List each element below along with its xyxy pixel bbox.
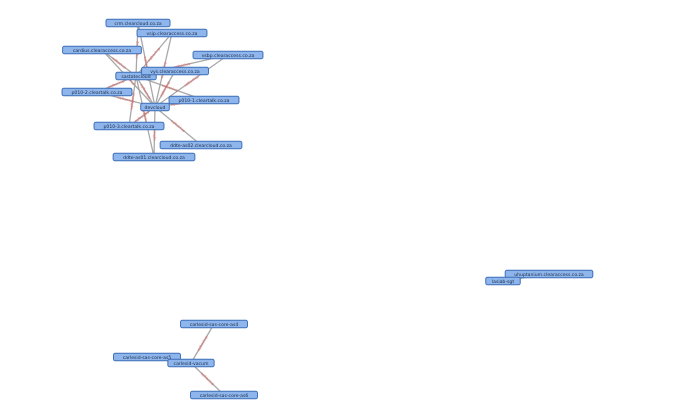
node-label: carlesid-sas-core-as4: [190, 322, 239, 328]
edge-dev-vsbp: [154, 54, 229, 108]
edge-label: sqlbackup: [108, 79, 125, 89]
edge-dev-ddte1: [153, 106, 156, 158]
node-label: carlesid-sas-core-as5: [123, 355, 172, 361]
node-label: ddte-as02.clearcloud.co.za: [170, 143, 232, 149]
node-box[interactable]: [159, 140, 243, 150]
node-box[interactable]: [62, 45, 142, 55]
node-label: devcloud: [145, 105, 166, 111]
edge-cw-cr4: [190, 323, 215, 364]
edge-label: sqlbackup: [170, 119, 186, 133]
node-cw[interactable]: carlesid-vacum: [167, 358, 215, 368]
edge-dev-ddte2: [154, 106, 202, 146]
node-label: carlesid-sas-core-as6: [200, 393, 249, 399]
node-vsip[interactable]: vsip.clearaccess.co.za: [136, 28, 208, 38]
edge-layer: [96, 22, 550, 396]
edge-label: sqlbackup: [183, 74, 199, 87]
node-box[interactable]: [141, 66, 209, 76]
edge-dev-vys: [154, 70, 176, 108]
node-dev[interactable]: devcloud: [140, 102, 170, 112]
node-label: vsbp.clearaccess.co.za: [202, 53, 255, 59]
node-label: p010-1.cleartalk.co.za: [178, 98, 229, 104]
edge-cw-cr6: [190, 362, 225, 396]
edge-label: sqlbackup: [129, 92, 135, 110]
node-box[interactable]: [113, 352, 181, 362]
node-box[interactable]: [485, 276, 521, 286]
node-uhup[interactable]: uhuptanium.clearaccess.co.za: [504, 269, 594, 279]
edge-label: sqlbackup: [159, 81, 171, 98]
node-label: vsip.clearaccess.co.za: [147, 31, 198, 37]
node-label: ddte-as01.clearcloud.co.za: [123, 155, 185, 161]
node-box[interactable]: [180, 319, 248, 329]
edge-nas-dev: [135, 75, 156, 108]
node-p0101[interactable]: p010-1.cleartalk.co.za: [168, 95, 240, 105]
edge-label: sqlbackup: [173, 62, 191, 70]
node-box[interactable]: [190, 390, 258, 400]
node-label: p010-2.cleartalk.co.za: [71, 90, 122, 96]
node-box[interactable]: [140, 102, 170, 112]
node-cr4[interactable]: carlesid-sas-core-as4: [180, 319, 248, 329]
node-label: cardius.clearaccess.co.za: [73, 48, 132, 54]
node-label: lasiab-sgt: [492, 279, 514, 285]
node-p0102[interactable]: p010-2.cleartalk.co.za: [61, 87, 133, 97]
edge-label: sqlbackup: [152, 123, 156, 140]
edge-label: sqlbackup: [117, 95, 135, 103]
node-box[interactable]: [112, 152, 196, 162]
node-lw[interactable]: lasiab-sgt: [485, 276, 521, 286]
node-box[interactable]: [168, 95, 240, 105]
edge-label: sqlbackup: [141, 108, 149, 126]
node-box[interactable]: [504, 269, 594, 279]
node-label: vys.clearaccess.co.za: [150, 69, 200, 75]
node-vsbp[interactable]: vsbp.clearaccess.co.za: [192, 50, 264, 60]
node-box[interactable]: [192, 50, 264, 60]
node-box[interactable]: [93, 121, 165, 131]
node-p0103[interactable]: p010-3.cleartalk.co.za: [93, 121, 165, 131]
node-label: p010-3.cleartalk.co.za: [103, 124, 154, 130]
edge-label: sqlbackup: [147, 47, 161, 63]
node-ddte1[interactable]: ddte-as01.clearcloud.co.za: [112, 152, 196, 162]
node-box[interactable]: [61, 87, 133, 97]
node-label: carlesid-vacum: [174, 361, 209, 367]
edge-label: sqlbackup: [161, 83, 178, 92]
node-crm[interactable]: crm.clearcloud.co.za: [105, 18, 171, 28]
node-label: crm.clearcloud.co.za: [114, 21, 162, 27]
node-box[interactable]: [167, 358, 215, 368]
node-label: sastatecloud: [121, 74, 150, 80]
edge-nas-cardius: [101, 49, 137, 77]
node-vys[interactable]: vys.clearaccess.co.za: [141, 66, 209, 76]
edge-label: sqlbackup: [143, 56, 150, 74]
node-ddte2[interactable]: ddte-as02.clearcloud.co.za: [159, 140, 243, 150]
node-cr6[interactable]: carlesid-sas-core-as6: [190, 390, 258, 400]
node-cr5[interactable]: carlesid-sas-core-as5: [113, 352, 181, 362]
edge-label: sqlbackup: [196, 335, 208, 352]
node-box[interactable]: [105, 18, 171, 28]
node-box[interactable]: [136, 28, 208, 38]
node-label: uhuptanium.clearaccess.co.za: [514, 272, 584, 278]
node-cardius[interactable]: cardius.clearaccess.co.za: [62, 45, 142, 55]
node-layer: crm.clearcloud.co.za vsip.clearaccess.co.…: [61, 18, 594, 400]
edge-label: sqlbackup: [200, 372, 215, 387]
